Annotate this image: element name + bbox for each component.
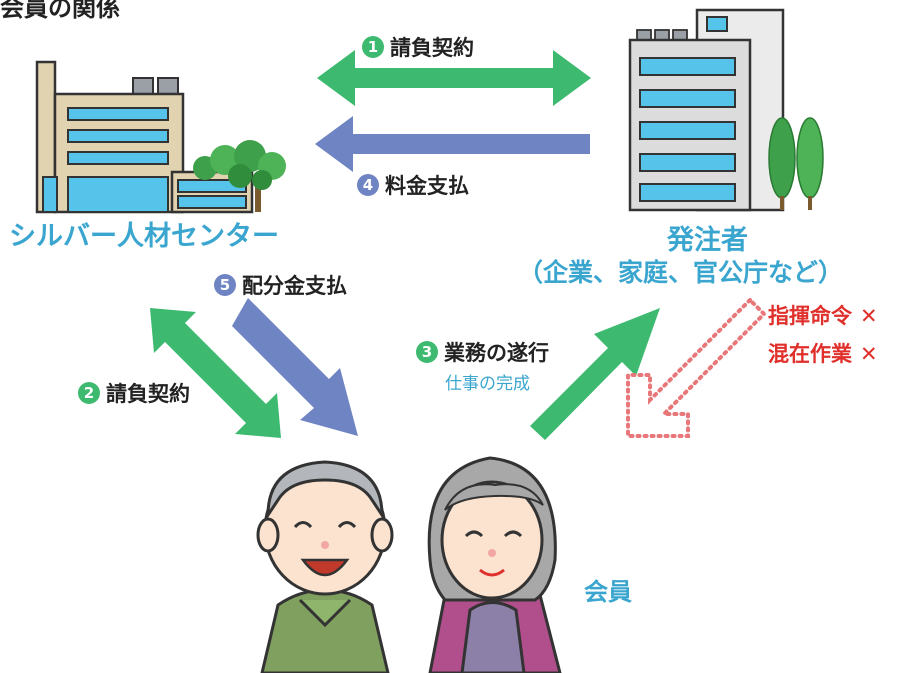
contract-member-arrow (150, 308, 281, 438)
client-label: 発注者 (667, 225, 748, 256)
distribution-arrow (232, 298, 358, 436)
step-number: 5 (214, 274, 236, 296)
flow-payment-fee: 4 料金支払 (357, 170, 469, 200)
flow-label: 請負契約 (106, 382, 190, 406)
elderly-woman-icon (427, 456, 562, 673)
step-number: 2 (78, 382, 100, 404)
center-label: シルバー人材センター (9, 221, 279, 252)
cross-icon: ✕ (860, 342, 878, 366)
flow-label: 料金支払 (385, 174, 469, 198)
building-icon (35, 60, 254, 214)
flow-execution-sub: 仕事の完成 (445, 374, 530, 394)
elderly-man-icon (256, 460, 394, 673)
step-number: 1 (362, 36, 384, 58)
cross-icon: ✕ (860, 304, 878, 328)
flow-contract-member: 2 請負契約 (78, 378, 190, 408)
contract-top-arrow (317, 50, 591, 106)
prohibited-label: 指揮命令 (768, 304, 852, 328)
page-title: 会員の関係 (0, 0, 120, 22)
office-tower-icon (628, 8, 824, 212)
flow-label: 配分金支払 (242, 274, 347, 298)
payment-fee-arrow (315, 116, 590, 172)
flow-contract-top: 1 請負契約 (362, 32, 474, 62)
flow-label: 請負契約 (390, 36, 474, 60)
step-number: 4 (357, 174, 379, 196)
client-detail-label: （企業、家庭、官公庁など） (518, 258, 844, 287)
step-number: 3 (416, 341, 438, 363)
execution-arrow (530, 308, 660, 440)
prohibited-item-2: 混在作業 ✕ (768, 338, 878, 368)
flow-execution: 3 業務の遂行 (416, 337, 549, 367)
prohibited-arrow (626, 297, 767, 438)
prohibited-item-1: 指揮命令 ✕ (768, 300, 878, 330)
members-label: 会員 (584, 578, 632, 606)
flow-label: 業務の遂行 (444, 341, 549, 365)
flow-distribution: 5 配分金支払 (214, 270, 347, 300)
tree-icon (193, 140, 286, 212)
prohibited-label: 混在作業 (768, 342, 852, 366)
